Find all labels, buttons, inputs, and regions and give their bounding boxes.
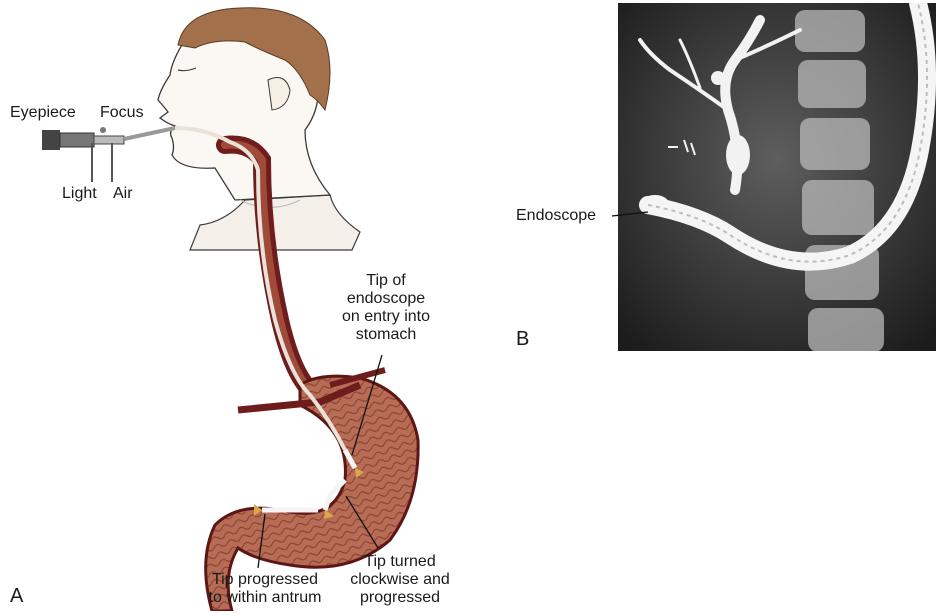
panel-b-letter: B xyxy=(516,328,529,351)
label-tip-progressed: Tip progressed to within antrum xyxy=(190,571,340,607)
panel-a-letter: A xyxy=(10,585,23,608)
label-tip-entry-line2: endoscope xyxy=(330,290,442,308)
label-tip-entry-line4: stomach xyxy=(330,326,442,344)
label-tip-turned-line1: Tip turned xyxy=(340,553,460,571)
label-eyepiece: Eyepiece xyxy=(10,104,76,122)
label-tip-turned-line2: clockwise and xyxy=(340,571,460,589)
xray-image xyxy=(618,3,936,352)
label-tip-turned: Tip turned clockwise and progressed xyxy=(340,553,460,607)
label-tip-entry-line1: Tip of xyxy=(330,272,442,290)
label-tip-progressed-line2: to within antrum xyxy=(190,589,340,607)
label-air: Air xyxy=(113,185,133,203)
label-endoscope: Endoscope xyxy=(516,207,596,225)
label-tip-progressed-line1: Tip progressed xyxy=(190,571,340,589)
label-tip-entry-line3: on entry into xyxy=(330,308,442,326)
label-tip-turned-line3: progressed xyxy=(340,589,460,607)
label-focus: Focus xyxy=(100,104,144,122)
label-tip-entry: Tip of endoscope on entry into stomach xyxy=(330,272,442,344)
label-light: Light xyxy=(62,185,97,203)
